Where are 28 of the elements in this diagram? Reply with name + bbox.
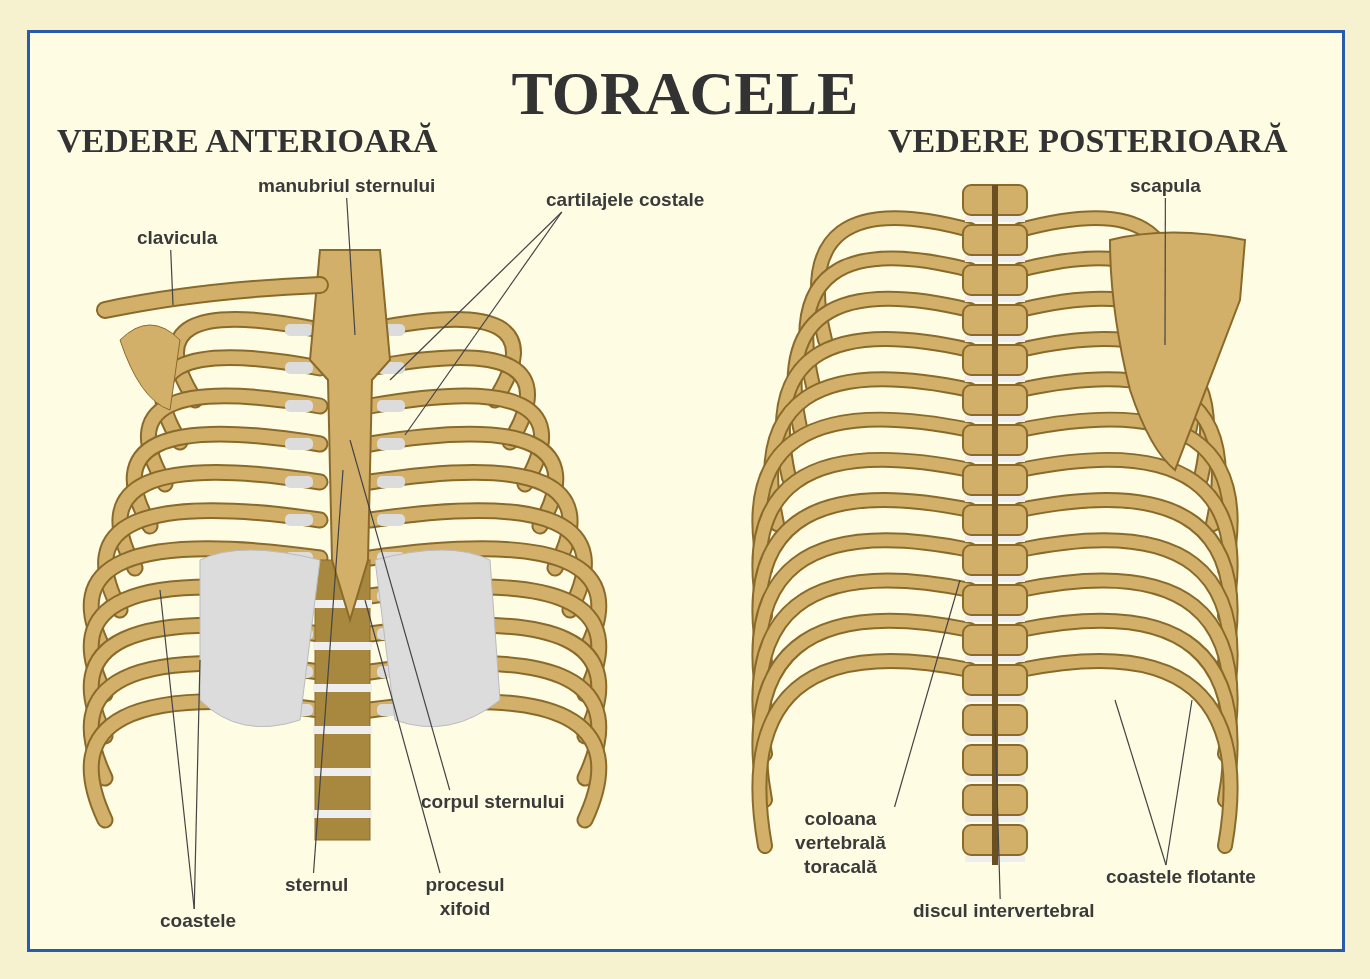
leader-line bbox=[1114, 699, 1167, 866]
part-label: clavicula bbox=[137, 226, 218, 250]
part-label: cartilajele costale bbox=[546, 188, 705, 212]
part-label: sternul bbox=[285, 873, 349, 897]
part-label: coastele flotante bbox=[1106, 865, 1256, 889]
leader-line bbox=[893, 579, 961, 808]
leader-line bbox=[312, 469, 344, 874]
part-label: procesul xifoid bbox=[415, 873, 515, 921]
part-label: discul intervertebral bbox=[913, 899, 1095, 923]
part-label: corpul sternului bbox=[421, 790, 565, 814]
view-heading: VEDERE POSTERIOARĂ bbox=[888, 122, 1288, 160]
leader-line bbox=[170, 249, 174, 306]
leader-line bbox=[193, 659, 201, 910]
poster-title: TORACELE bbox=[510, 58, 860, 129]
part-label: scapula bbox=[1130, 174, 1201, 198]
leader-line bbox=[346, 197, 356, 336]
leader-line bbox=[404, 211, 563, 436]
leader-line bbox=[1165, 699, 1193, 866]
leader-line bbox=[1164, 197, 1166, 346]
leader-line bbox=[364, 599, 441, 874]
leader-line bbox=[159, 589, 195, 910]
view-heading: VEDERE ANTERIOARĂ bbox=[57, 122, 438, 160]
part-label: manubriul sternului bbox=[258, 174, 436, 198]
leader-line bbox=[349, 439, 451, 791]
leader-line bbox=[389, 211, 563, 381]
part-label: coastele bbox=[160, 909, 237, 933]
leader-line bbox=[994, 719, 1001, 900]
part-label: coloana vertebrală toracală bbox=[783, 807, 898, 879]
